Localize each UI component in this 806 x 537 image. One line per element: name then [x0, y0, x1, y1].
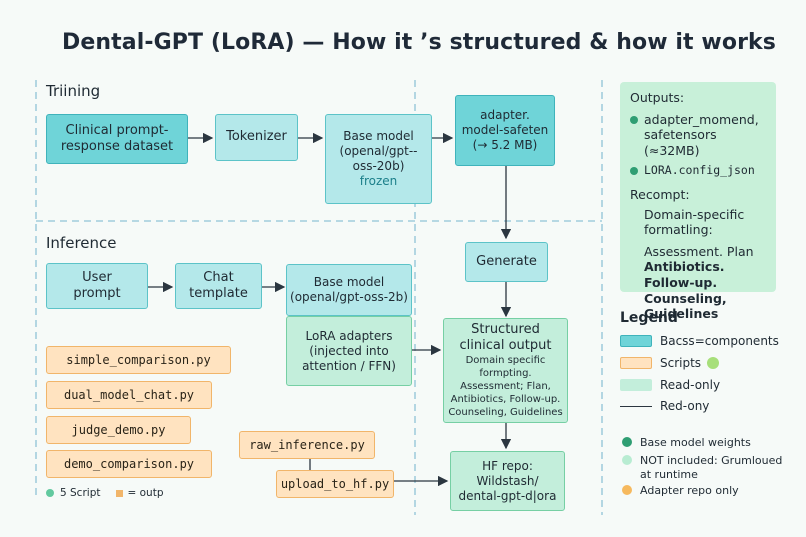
legend-row-components: Bacss=components: [620, 334, 779, 348]
script-demo-comparison: demo_comparison.py: [46, 450, 212, 478]
outputs-item: adapter_momend, safetensors (≈32MB): [630, 112, 766, 159]
orange-dot-icon: [622, 485, 632, 495]
teal-swatch: [620, 335, 652, 347]
outputs-panel: Outputs: adapter_momend, safetensors (≈3…: [620, 82, 776, 321]
chat-template-box: Chat template: [175, 263, 262, 309]
assessment-line-2: Antibiotics. Follow-up. Counseling, Guid…: [644, 259, 727, 322]
section-training-label: Triining: [46, 82, 101, 100]
legend-row-redony: Red-ony: [620, 399, 709, 413]
script-dot-icon: [46, 489, 54, 497]
assessment-line-1: Assessment. Plan: [644, 243, 754, 259]
script-upload-to-hf: upload_to_hf.py: [276, 470, 394, 498]
script-judge-demo: judge_demo.py: [46, 416, 191, 444]
adapter-output-box: adapter. model-safeten (→ 5.2 MB): [455, 95, 555, 166]
outputs-item: LORA.config_json: [630, 163, 766, 177]
bullet-icon: [630, 166, 638, 175]
generate-box: Generate: [465, 242, 548, 282]
green-swatch: [620, 379, 652, 391]
page-title: Dental-GPT (LoRA) — How it ’s structured…: [62, 30, 776, 55]
tokenizer-box: Tokenizer: [215, 114, 298, 161]
inference-base-model-box: Base model (openal/gpt-oss-2b): [286, 264, 412, 316]
outputs-heading: Outputs:: [630, 90, 685, 105]
script-raw-inference: raw_inference.py: [239, 431, 375, 459]
user-prompt-box: User prompt: [46, 263, 148, 309]
legend-row-readonly: Read-only: [620, 378, 720, 392]
line-swatch: [620, 405, 652, 407]
section-inference-label: Inference: [46, 234, 117, 252]
legend-note-adapter-repo: Adapter repo only: [622, 484, 739, 498]
mint-dot-icon: [622, 455, 632, 465]
green-dot-icon: [622, 437, 632, 447]
outp-square-icon: [116, 489, 124, 497]
bullet-icon: [630, 115, 638, 124]
frozen-label: frozen: [359, 174, 398, 188]
lora-adapters-box: LoRA adapters (injected into attention /…: [286, 316, 412, 386]
legend-title: Legend: [620, 310, 678, 326]
legend-row-scripts: Scripts: [620, 356, 720, 370]
hf-repo-box: HF repo: Wildstash/ dental-gpt-d|ora: [450, 451, 565, 511]
scripts-dot-icon: [707, 357, 720, 369]
training-base-model-box: Base model (openal/gpt-- oss-20b) frozen: [325, 114, 432, 204]
legend-note-not-included: NOT included: Grumloued at runtime: [622, 454, 792, 482]
legend-note-base-weights: Base model weights: [622, 436, 751, 450]
script-dual-model-chat: dual_model_chat.py: [46, 381, 212, 409]
structured-output-box: Structured clinical output Domain specif…: [443, 318, 568, 423]
recompt-heading: Recompt:: [630, 186, 690, 202]
script-simple-comparison: simple_comparison.py: [46, 346, 231, 374]
dataset-box: Clinical prompt- response dataset: [46, 114, 188, 164]
orange-swatch: [620, 357, 652, 369]
domain-line: Domain-specific formatling:: [644, 206, 745, 238]
footer-key: 5 Script = outp: [46, 487, 163, 499]
